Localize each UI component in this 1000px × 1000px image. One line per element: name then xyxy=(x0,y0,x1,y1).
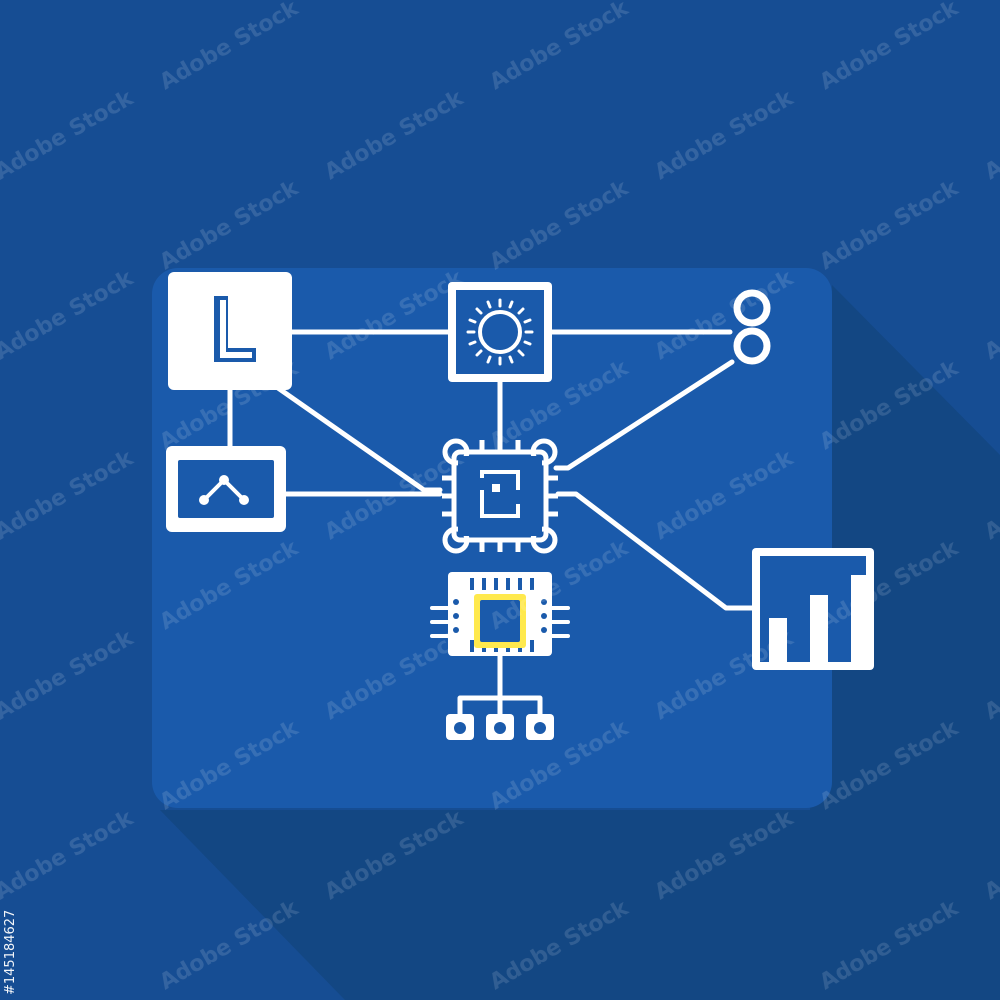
watermark-text: Adobe Stock xyxy=(486,175,634,275)
bar-chart-bar xyxy=(769,618,787,662)
watermark-text: Adobe Stock xyxy=(0,0,139,5)
line-link-to-processor xyxy=(553,359,735,471)
letter-l-icon xyxy=(168,272,292,390)
chain-link-icon xyxy=(733,289,771,365)
watermark-text: Adobe Stock xyxy=(0,445,139,545)
watermark-text: Adobe Stock xyxy=(651,85,799,185)
sun-icon xyxy=(448,282,552,382)
watermark-text: Adobe Stock xyxy=(651,0,799,5)
watermark-text: Adobe Stock xyxy=(981,265,1000,365)
watermark-text: Adobe Stock xyxy=(321,85,469,185)
bar-chart-bar xyxy=(851,575,869,662)
watermark-text: Adobe Stock xyxy=(0,265,139,365)
bar-chart-bars xyxy=(769,575,869,662)
microchip-icon xyxy=(430,572,570,656)
line-graph-window-icon xyxy=(166,446,286,532)
watermark-text: Adobe Stock xyxy=(156,0,304,95)
watermark-text: Adobe Stock xyxy=(0,625,139,725)
bar-chart-bar xyxy=(810,595,828,662)
line-processor-to-barchart xyxy=(555,491,755,611)
central-processor-icon xyxy=(442,438,558,554)
connection-lines xyxy=(227,329,755,719)
watermark-text: Adobe Stock xyxy=(0,805,139,905)
long-shadow xyxy=(160,285,1000,1000)
watermark-text: Adobe Stock xyxy=(486,0,634,95)
watermark-text: Adobe Stock xyxy=(156,895,304,995)
watermark-text: Adobe Stock xyxy=(981,0,1000,5)
watermark-text: Adobe Stock xyxy=(0,85,139,185)
watermark-text: Adobe Stock xyxy=(816,0,964,95)
connector-plug-icon xyxy=(446,714,554,740)
bar-chart-icon xyxy=(752,548,874,670)
line-l-to-processor xyxy=(275,385,443,493)
watermark-text: Adobe Stock xyxy=(816,175,964,275)
stock-image-id: #145184627 xyxy=(3,909,18,995)
watermark-text: Adobe Stock xyxy=(981,85,1000,185)
watermark-text: Adobe Stock xyxy=(321,0,469,5)
watermark-text: Adobe Stock xyxy=(156,175,304,275)
